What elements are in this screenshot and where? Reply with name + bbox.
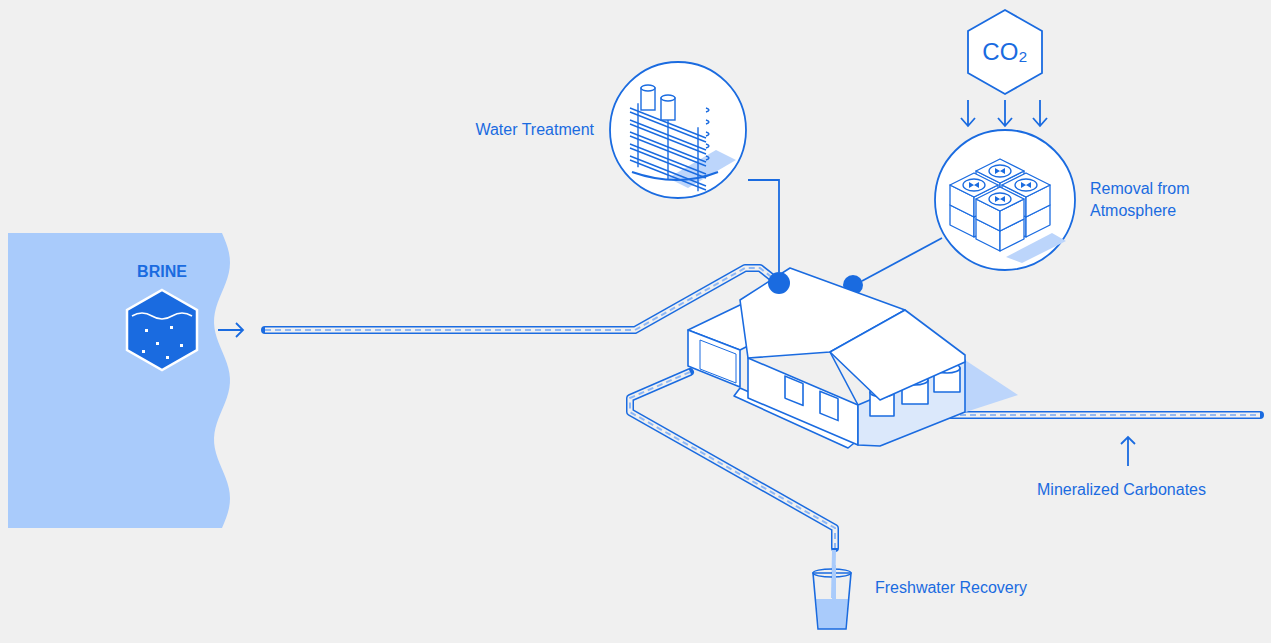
treatment-illustration (661, 95, 675, 101)
capture-illustration (976, 187, 1024, 251)
capture-illustration (989, 165, 1011, 177)
treatment-callout: Water Treatment (475, 60, 748, 200)
hexagon-outline (968, 10, 1042, 94)
treatment-illustration (706, 144, 709, 148)
plant-building (820, 391, 838, 420)
flow-arrow (218, 323, 243, 337)
flow-arrow (961, 100, 1047, 126)
treatment-illustration (610, 62, 746, 198)
treatment-illustration (632, 172, 718, 180)
flow-arrow (1121, 437, 1135, 466)
treatment-illustration (706, 120, 709, 124)
plant-building (785, 376, 803, 405)
junction-dot (768, 272, 790, 294)
node-label: Removal from Atmosphere (1090, 178, 1240, 222)
plant-building (830, 352, 858, 405)
treatment-illustration (608, 60, 748, 200)
pipes (265, 268, 779, 330)
capture-illustration (935, 130, 1075, 270)
brine-icon (180, 344, 183, 347)
pipes (265, 268, 1260, 548)
pipes (265, 268, 779, 330)
pipes (930, 414, 1260, 416)
treatment-illustration (630, 85, 718, 191)
node-label: Freshwater Recovery (875, 577, 1027, 599)
co2-hexagon: CO₂ (962, 8, 1048, 96)
node-label: CO₂ (982, 38, 1027, 66)
brine-icon (142, 350, 145, 353)
capture-illustration (995, 168, 1005, 174)
pipes (930, 413, 1260, 418)
freshwater-glass: Freshwater Recovery (810, 565, 1027, 633)
plant-building (830, 310, 965, 400)
plant-building (688, 268, 1018, 448)
glass-icon (816, 599, 848, 629)
plant-building (688, 330, 740, 387)
capture-illustration (976, 187, 1024, 211)
leader-line (748, 180, 779, 272)
brine-region (8, 233, 230, 528)
capture-callout: Removal from Atmosphere (934, 129, 1240, 271)
treatment-illustration (637, 103, 638, 167)
plant-building (700, 340, 736, 383)
treatment-illustration (667, 115, 668, 179)
brine-region (8, 233, 230, 528)
brine-icon (132, 313, 192, 319)
treatment-illustration (706, 132, 709, 136)
treatment-illustration (706, 156, 709, 160)
brine-icon (120, 284, 204, 376)
capture-illustration (995, 196, 1005, 202)
capture-illustration (934, 129, 1076, 271)
glass-icon (832, 565, 836, 599)
node-label: BRINE (110, 263, 214, 281)
treatment-illustration (706, 108, 709, 112)
node-label: Water Treatment (475, 119, 594, 141)
plant-building (748, 358, 858, 445)
pipes (265, 268, 779, 330)
brine-icon (127, 290, 197, 370)
brine-icon (156, 342, 159, 345)
glass-icon (810, 565, 854, 633)
capture-illustration (963, 179, 985, 191)
capture-illustration (989, 193, 1011, 205)
flow-label: Mineralized Carbonates (1037, 479, 1206, 501)
leader-line (862, 238, 942, 281)
brine-icon (170, 326, 173, 329)
brine-icon (145, 329, 148, 332)
brine-icon (166, 356, 169, 359)
brine-source: BRINE (8, 233, 230, 528)
water-stream (833, 550, 834, 598)
pipes (930, 411, 1260, 419)
treatment-illustration (697, 127, 698, 191)
capture-illustration (1021, 182, 1031, 188)
capture-illustration (969, 182, 979, 188)
capture-illustration (1015, 179, 1037, 191)
treatment-illustration (641, 85, 655, 91)
